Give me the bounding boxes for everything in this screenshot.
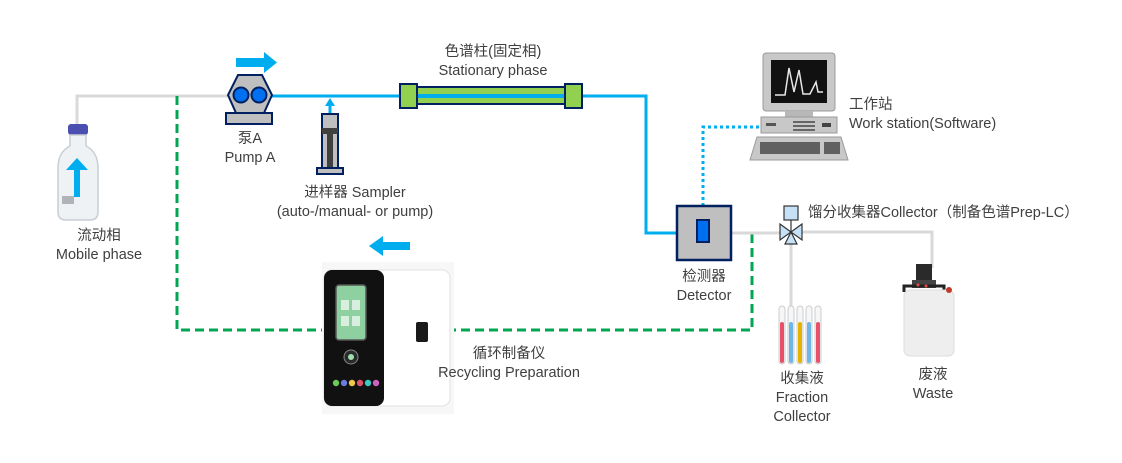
waste-label-zh: 废液	[918, 367, 948, 383]
waste-label: 废液 Waste	[893, 366, 973, 404]
mobile-phase-bottle-icon	[57, 124, 99, 221]
flow-arrow-left-icon	[369, 236, 410, 256]
test-tube-liquid	[780, 322, 784, 363]
fraction-tubes-icon	[778, 305, 822, 365]
recycler-label-en: Recycling Preparation	[438, 365, 580, 381]
fraction-collector-label: 收集液 Fraction Collector	[762, 370, 842, 427]
sampler-syringe-icon	[316, 113, 344, 175]
detector-label-zh: 检测器	[682, 269, 726, 285]
column-icon	[399, 83, 583, 109]
fraction-collector-label-zh: 收集液	[780, 371, 824, 387]
sampler-injection-arrowhead	[325, 98, 335, 106]
column-label-zh: 色谱柱(固定相)	[444, 44, 542, 60]
test-tube-liquid	[798, 322, 802, 363]
pump-label: 泵A Pump A	[210, 130, 290, 168]
supply-line-bottle-pump	[75, 94, 228, 168]
detector-label-en: Detector	[676, 288, 732, 304]
workstation-label-en: Work station(Software)	[849, 116, 997, 132]
test-tube-liquid	[816, 322, 820, 363]
mobile-phase-label-zh: 流动相	[77, 228, 121, 244]
test-tube-liquid	[807, 322, 811, 363]
detector-icon	[675, 204, 733, 262]
flow-line-column-detector	[580, 94, 678, 235]
line-valve-waste	[800, 230, 934, 268]
sampler-label-main: 进样器 Sampler	[304, 185, 406, 201]
pump-label-zh: 泵A	[237, 131, 263, 147]
waste-container-icon	[902, 264, 955, 357]
fraction-collector-label-en: Fraction	[775, 390, 829, 406]
mobile-phase-label: 流动相 Mobile phase	[44, 227, 154, 265]
pump-icon	[225, 74, 274, 125]
collector-valve-icon	[779, 205, 803, 245]
test-tube-liquid	[789, 322, 793, 363]
workstation-label: 工作站 Work station(Software)	[849, 96, 996, 134]
fraction-collector-label-en2: Collector	[773, 409, 831, 425]
flow-arrow-right-icon	[236, 52, 277, 73]
collector-valve-label-text: 馏分收集器Collector（制备色谱Prep-LC）	[808, 205, 1079, 221]
recycler-label: 循环制备仪 Recycling Preparation	[424, 345, 594, 383]
signal-line-detector-workstation	[701, 125, 760, 206]
workstation-label-zh: 工作站	[849, 97, 893, 113]
column-label: 色谱柱(固定相) Stationary phase	[413, 43, 573, 81]
workstation-computer-icon	[749, 52, 849, 161]
column-label-en: Stationary phase	[438, 63, 548, 79]
recycle-loop-line	[175, 96, 754, 332]
recycler-label-zh: 循环制备仪	[472, 346, 546, 362]
waste-label-en: Waste	[912, 386, 954, 402]
pump-label-en: Pump A	[224, 150, 276, 166]
detector-label: 检测器 Detector	[664, 268, 744, 306]
collector-valve-label: 馏分收集器Collector（制备色谱Prep-LC）	[808, 204, 1079, 223]
mobile-phase-label-en: Mobile phase	[55, 247, 143, 263]
sampler-label-sub: (auto-/manual- or pump)	[276, 204, 434, 220]
recycling-preparation-device-icon	[322, 262, 454, 414]
sampler-label: 进样器 Sampler (auto-/manual- or pump)	[255, 184, 455, 222]
